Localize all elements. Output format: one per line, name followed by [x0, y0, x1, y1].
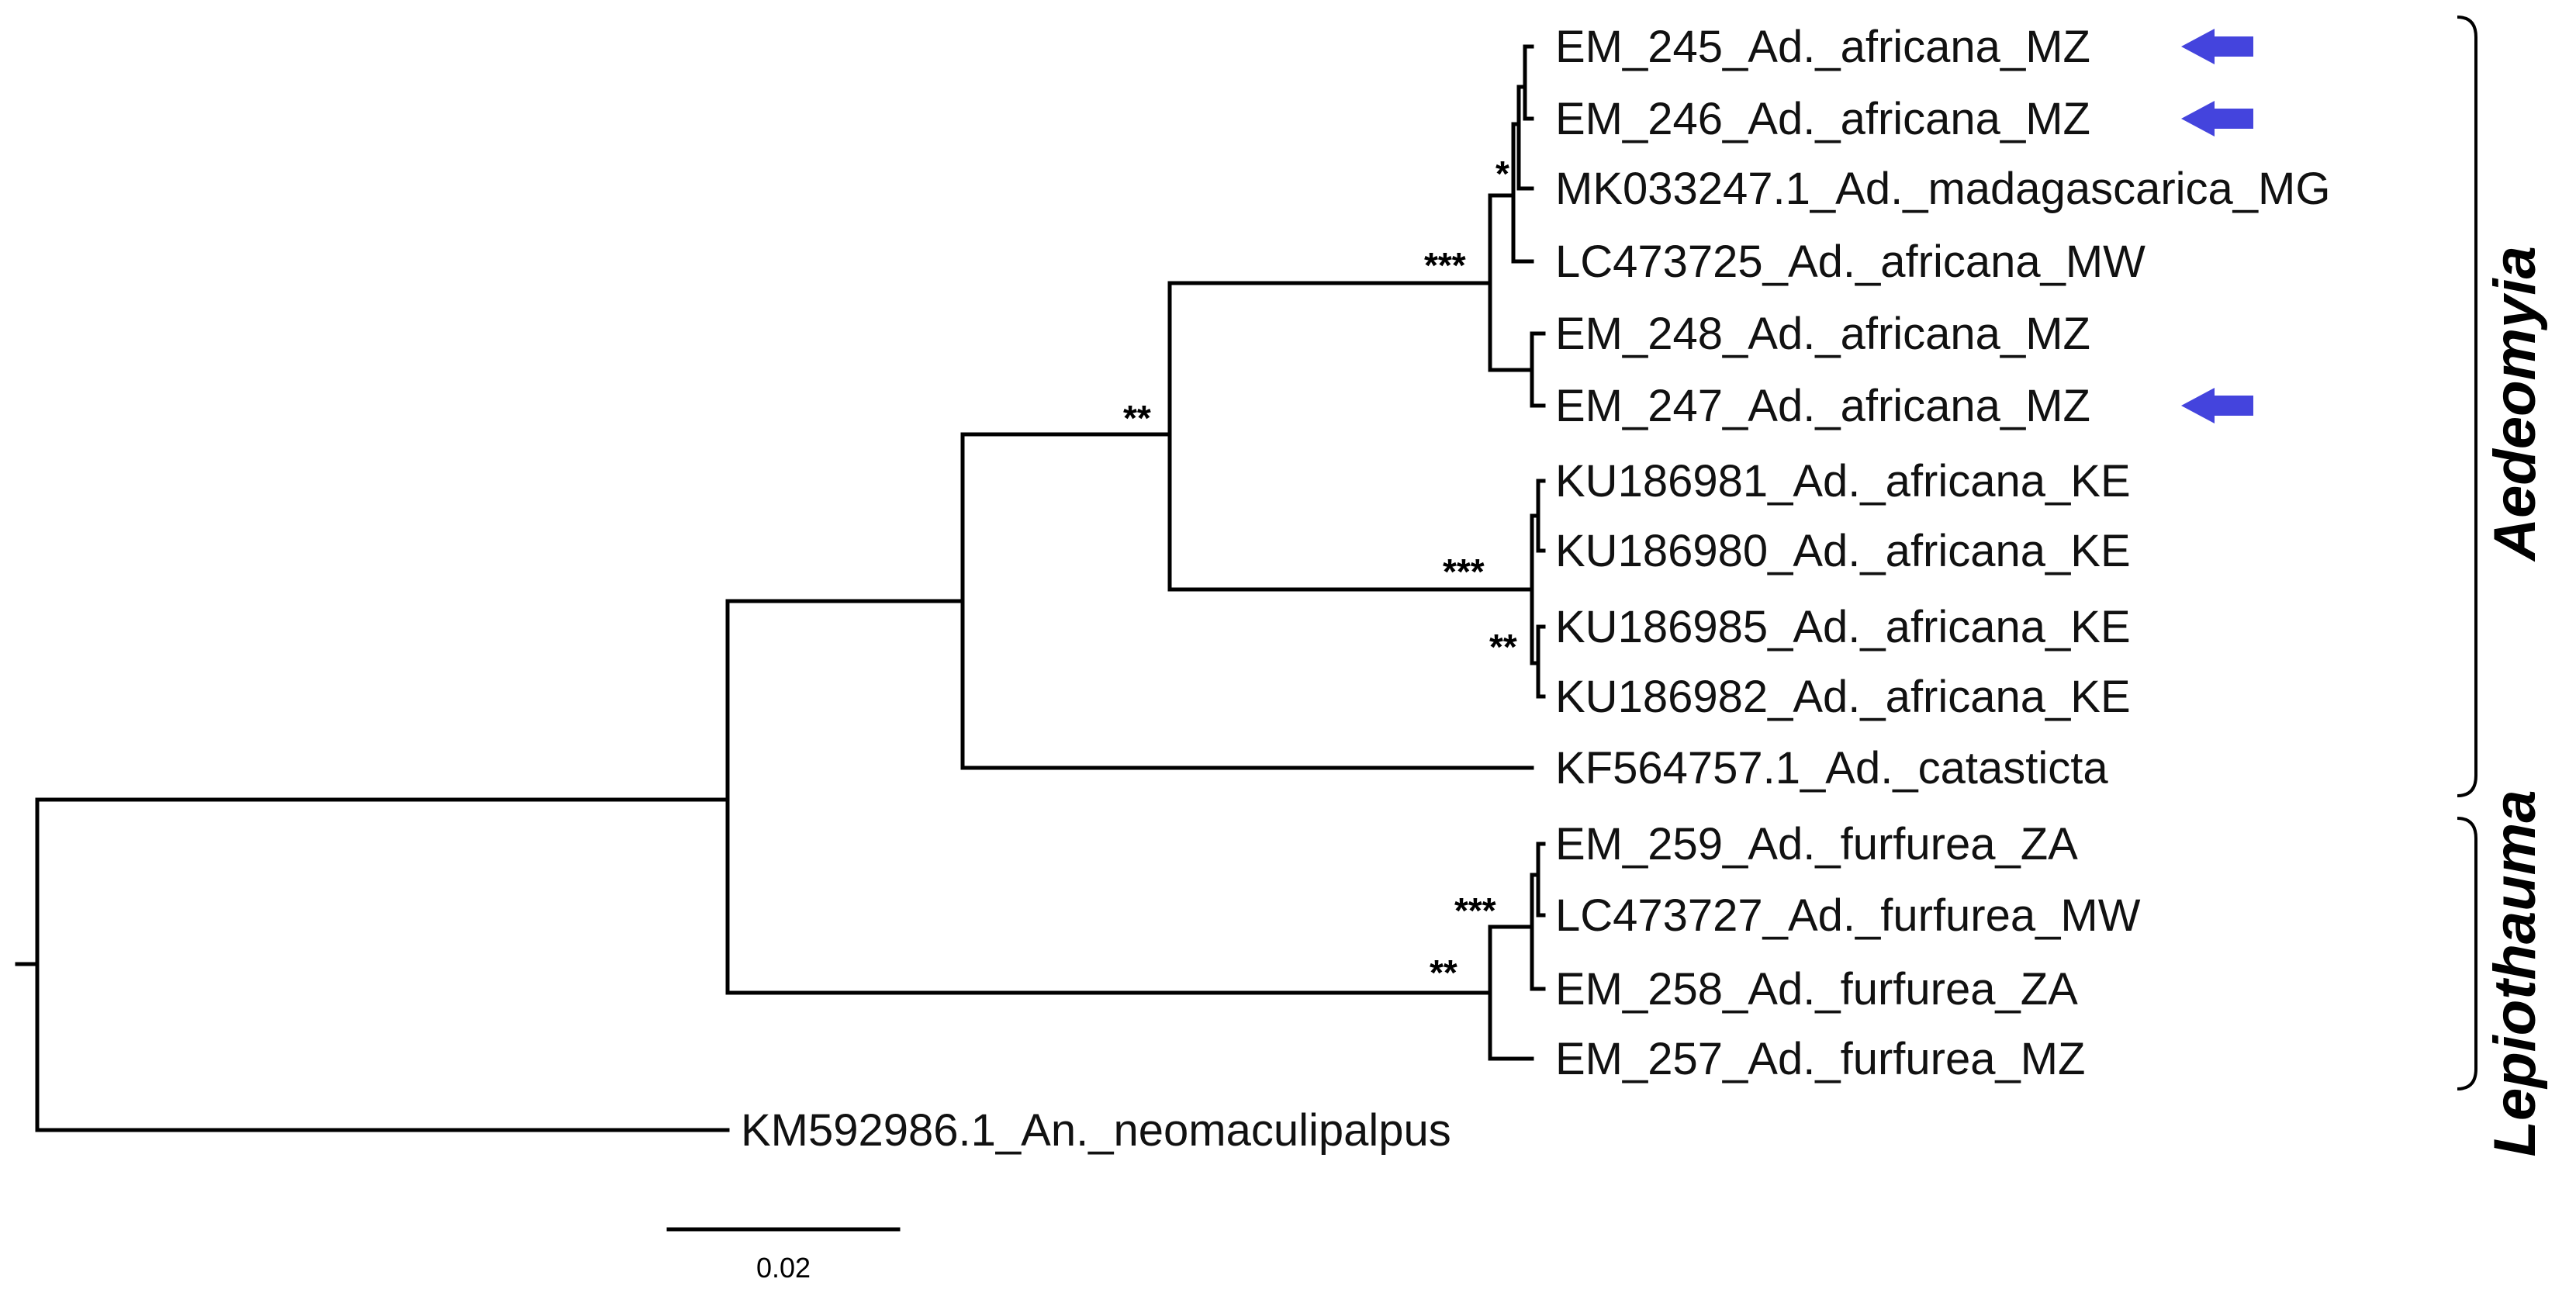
support-value: *** [1443, 551, 1485, 592]
taxon-label: MK033247.1_Ad._madagascarica_MG [1555, 164, 2330, 214]
aedeomyia-bracket [2457, 16, 2477, 797]
taxon-label: EM_257_Ad._furfurea_MZ [1555, 1034, 2085, 1084]
support-value: ** [1489, 627, 1517, 667]
taxon-label: EM_258_Ad._furfurea_ZA [1555, 964, 2078, 1014]
arrow-left-icon [2181, 388, 2253, 423]
clade-label-lepiothauma: Lepiothauma [2482, 790, 2548, 1157]
taxon-label: EM_247_Ad._africana_MZ [1555, 381, 2090, 431]
taxon-label: EM_245_Ad._africana_MZ [1555, 22, 2090, 72]
support-value: ** [1123, 398, 1151, 438]
taxon-label: EM_248_Ad._africana_MZ [1555, 309, 2090, 359]
support-value: ** [1430, 952, 1457, 993]
taxon-label: EM_259_Ad._furfurea_ZA [1555, 819, 2078, 869]
taxon-label: KU186982_Ad._africana_KE [1555, 672, 2131, 722]
scale-bar-label: 0.02 [756, 1252, 811, 1284]
taxon-label: LC473727_Ad._furfurea_MW [1555, 890, 2141, 941]
arrow-left-icon [2181, 101, 2253, 137]
support-value: * [1495, 154, 1509, 194]
arrow-left-icon [2181, 29, 2253, 64]
clade-label-aedeomyia: Aedeomyia [2482, 246, 2548, 562]
taxon-label: KF564757.1_Ad._catasticta [1555, 743, 2108, 793]
taxon-label: KM592986.1_An._neomaculipalpus [741, 1105, 1451, 1156]
taxon-label: LC473725_Ad._africana_MW [1555, 237, 2146, 287]
lepiothauma-bracket [2457, 817, 2477, 1090]
taxon-label: KU186980_Ad._africana_KE [1555, 526, 2131, 576]
support-value: *** [1424, 245, 1466, 285]
taxon-label: KU186981_Ad._africana_KE [1555, 456, 2131, 506]
taxon-label: EM_246_Ad._africana_MZ [1555, 94, 2090, 144]
taxon-label: KU186985_Ad._africana_KE [1555, 602, 2131, 652]
support-value: *** [1454, 890, 1496, 931]
